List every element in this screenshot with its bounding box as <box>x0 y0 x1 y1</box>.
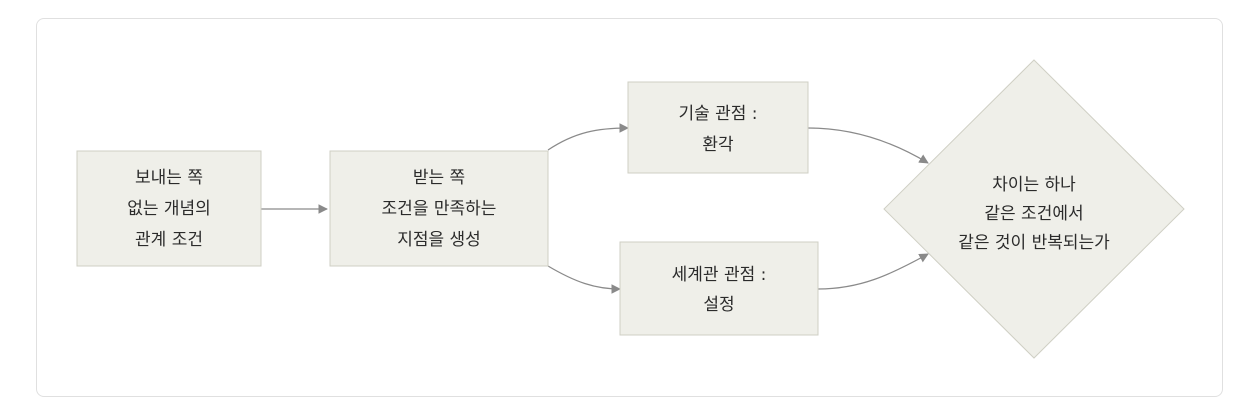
node-tech-view-line-2: 환각 <box>702 135 734 155</box>
edge-receiver-to-tech <box>547 123 629 151</box>
node-receiver-line-1: 받는 쪽 <box>413 168 465 188</box>
node-sender-line-1: 보내는 쪽 <box>135 168 203 188</box>
node-world-view-line-1: 세계관 관점 : <box>672 265 767 285</box>
edge-receiver-to-world <box>547 265 621 294</box>
node-receiver: 받는 쪽 조건을 만족하는 지점을 생성 <box>329 150 549 267</box>
node-sender: 보내는 쪽 없는 개념의 관계 조건 <box>76 150 262 267</box>
node-receiver-line-2: 조건을 만족하는 <box>382 199 497 219</box>
node-tech-view: 기술 관점 : 환각 <box>627 81 809 174</box>
node-receiver-box <box>329 150 549 267</box>
node-question: 차이는 하나 같은 조건에서 같은 것이 반복되는가 <box>883 59 1185 359</box>
node-tech-view-box <box>627 81 809 174</box>
node-sender-box <box>76 150 262 267</box>
edge-world-to-question <box>817 253 929 290</box>
node-world-view-line-2: 설정 <box>703 295 734 315</box>
node-sender-line-2: 없는 개념의 <box>127 199 211 219</box>
node-receiver-line-3: 지점을 생성 <box>397 230 481 250</box>
edge-tech-to-question <box>807 127 929 164</box>
node-question-line-1: 차이는 하나 <box>992 175 1076 195</box>
edges <box>261 123 929 294</box>
node-question-diamond <box>883 59 1185 359</box>
node-world-view-box <box>619 241 819 336</box>
node-sender-line-3: 관계 조건 <box>135 230 203 250</box>
node-question-line-3: 같은 것이 반복되는가 <box>958 233 1110 253</box>
node-world-view: 세계관 관점 : 설정 <box>619 241 819 336</box>
node-question-line-2: 같은 조건에서 <box>984 204 1083 224</box>
node-tech-view-line-1: 기술 관점 : <box>678 104 757 124</box>
